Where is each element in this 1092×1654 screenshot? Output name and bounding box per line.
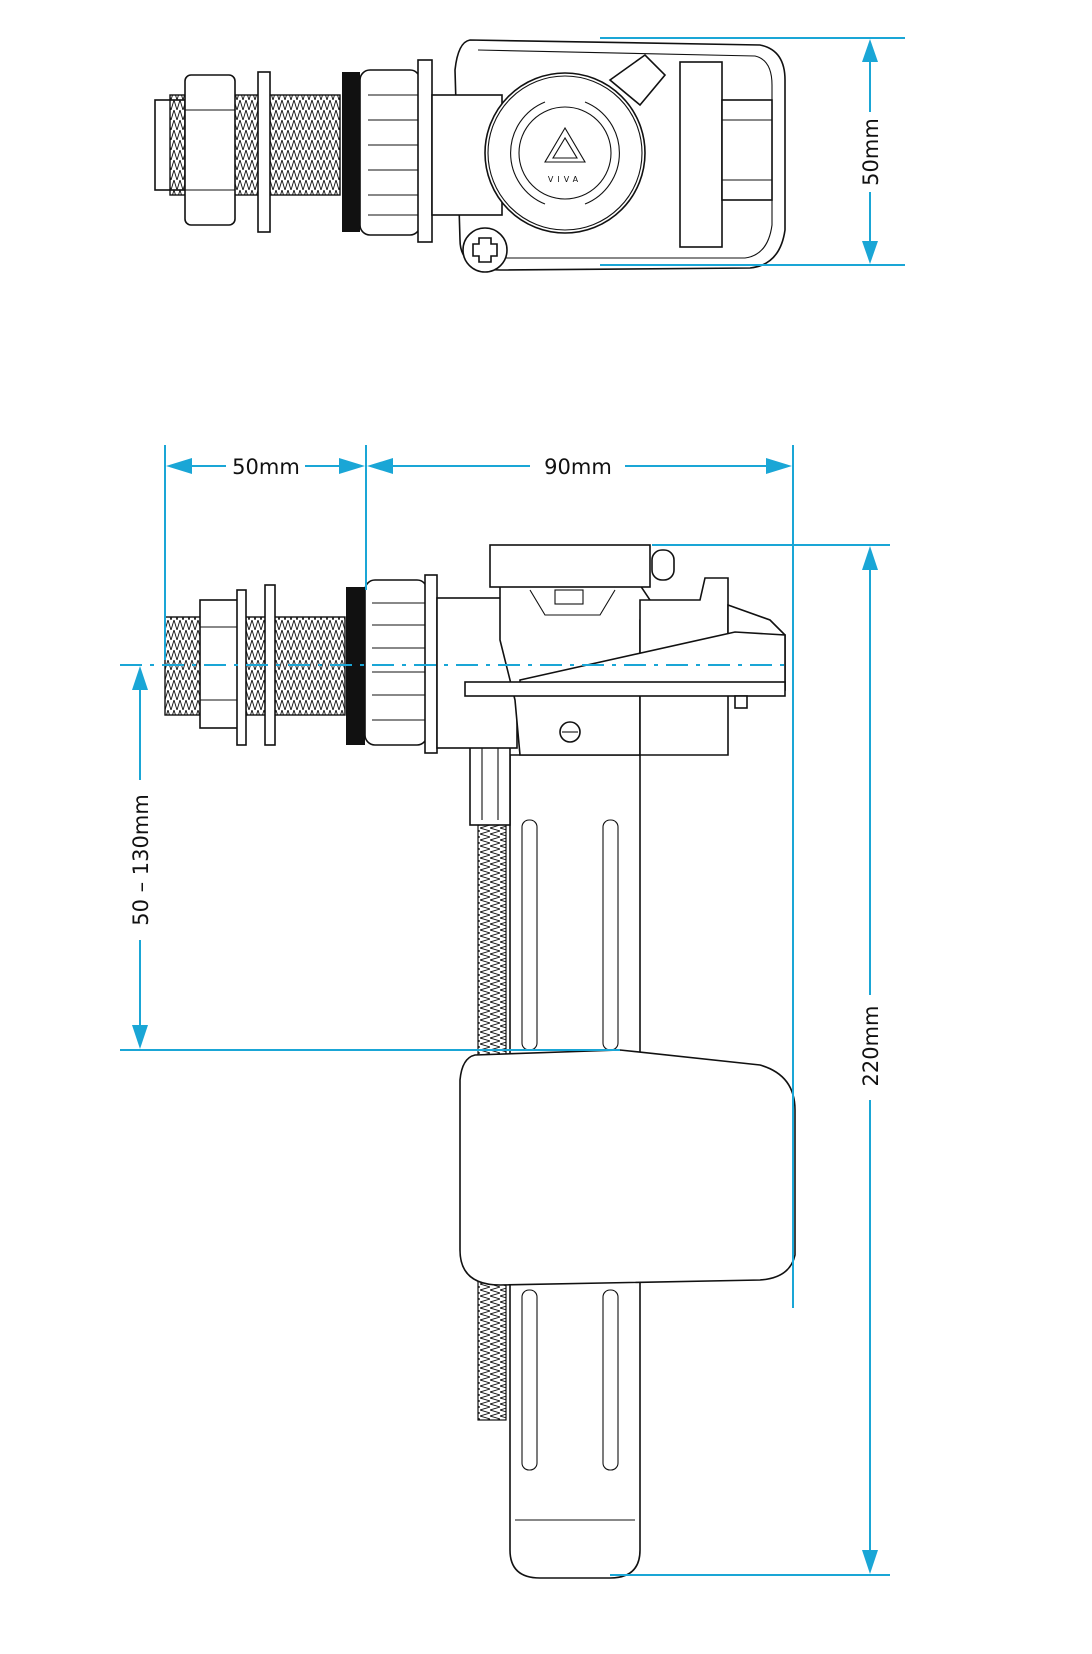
top-height-label: 50mm	[859, 118, 883, 186]
top-ribbed-nut	[359, 59, 433, 243]
top-height-dimension: 50mm	[600, 37, 905, 266]
side-view: 50mm 90mm 50 – 130mm 220mm	[120, 445, 890, 1579]
arrow-up-icon	[862, 39, 878, 62]
fitting-length-label: 50mm	[232, 455, 300, 479]
arrow-left-icon	[166, 458, 192, 474]
side-valve-body	[436, 544, 786, 756]
logo-text: VIVA	[548, 175, 582, 184]
top-gasket	[342, 72, 360, 232]
threaded-height-rod[interactable]	[469, 631, 511, 1421]
adjustable-height-label: 50 – 130mm	[129, 794, 153, 926]
viva-logo: VIVA	[544, 126, 586, 184]
arrow-up-icon	[862, 546, 878, 570]
float	[459, 1049, 796, 1286]
side-threaded-inlet	[164, 584, 346, 746]
top-hose-nipple	[608, 53, 667, 107]
top-view: VIVA 50mm	[154, 37, 905, 273]
top-valve-body: VIVA	[431, 39, 786, 273]
total-height-label: 220mm	[859, 1006, 883, 1087]
side-horizontal-dimensions: 50mm 90mm	[164, 445, 794, 1308]
adjustable-height-dimension: 50 – 130mm	[120, 666, 620, 1051]
top-threaded-inlet	[154, 71, 341, 233]
arrow-down-icon	[132, 1025, 148, 1049]
arrow-up-icon	[132, 666, 148, 690]
arrow-down-icon	[862, 241, 878, 264]
arrow-right-icon	[339, 458, 365, 474]
arrow-right-icon	[766, 458, 792, 474]
body-width-label: 90mm	[544, 455, 612, 479]
arrow-down-icon	[862, 1550, 878, 1574]
total-height-dimension: 220mm	[610, 544, 890, 1576]
side-gasket	[346, 587, 365, 745]
adjustment-knob[interactable]	[462, 227, 508, 273]
arrow-left-icon	[367, 458, 393, 474]
